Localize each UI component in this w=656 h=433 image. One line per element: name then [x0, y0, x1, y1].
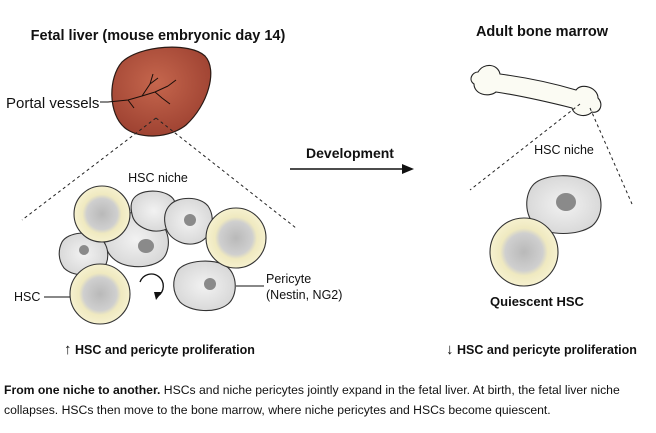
caption-text: HSCs and niche pericytes jointly expand … [4, 383, 620, 417]
quiescent-pericyte-cell [526, 175, 602, 235]
hsc-niche-left-label: HSC niche [128, 171, 188, 185]
zoom-line-right-a [469, 103, 581, 191]
hsc-niche-right-label: HSC niche [534, 143, 594, 157]
development-label: Development [306, 145, 394, 161]
hsc-cell-2 [205, 207, 267, 269]
pericyte-label-line2: (Nestin, NG2) [266, 288, 342, 302]
right-down-arrow: ↓ [446, 341, 454, 358]
left-status-label: HSC and pericyte proliferation [75, 343, 255, 357]
quiescent-hsc-label: Quiescent HSC [490, 294, 585, 309]
proliferation-cycle-icon [139, 273, 164, 300]
hsc-label: HSC [14, 290, 40, 304]
hsc-cell-1 [73, 185, 131, 243]
bone-illustration [470, 64, 602, 117]
zoom-line-left-a [21, 117, 157, 221]
left-up-arrow: ↑ [64, 341, 72, 358]
hsc-cell-3 [69, 263, 131, 325]
pericyte-cell-5 [173, 260, 236, 312]
quiescent-hsc-cell [489, 217, 559, 287]
right-title: Adult bone marrow [476, 24, 609, 40]
figure-caption: From one niche to another. HSCs and nich… [4, 380, 652, 420]
fetal-liver-illustration [111, 46, 212, 137]
right-status-label: HSC and pericyte proliferation [457, 343, 637, 357]
portal-vessels-label: Portal vessels [6, 95, 99, 112]
pericyte-cell-3 [164, 197, 213, 245]
caption-bold: From one niche to another. [4, 383, 161, 397]
development-arrow-head [402, 164, 414, 174]
pericyte-label-line1: Pericyte [266, 272, 311, 286]
left-title: Fetal liver (mouse embryonic day 14) [31, 28, 286, 44]
portal-vessels-branches [107, 73, 177, 109]
